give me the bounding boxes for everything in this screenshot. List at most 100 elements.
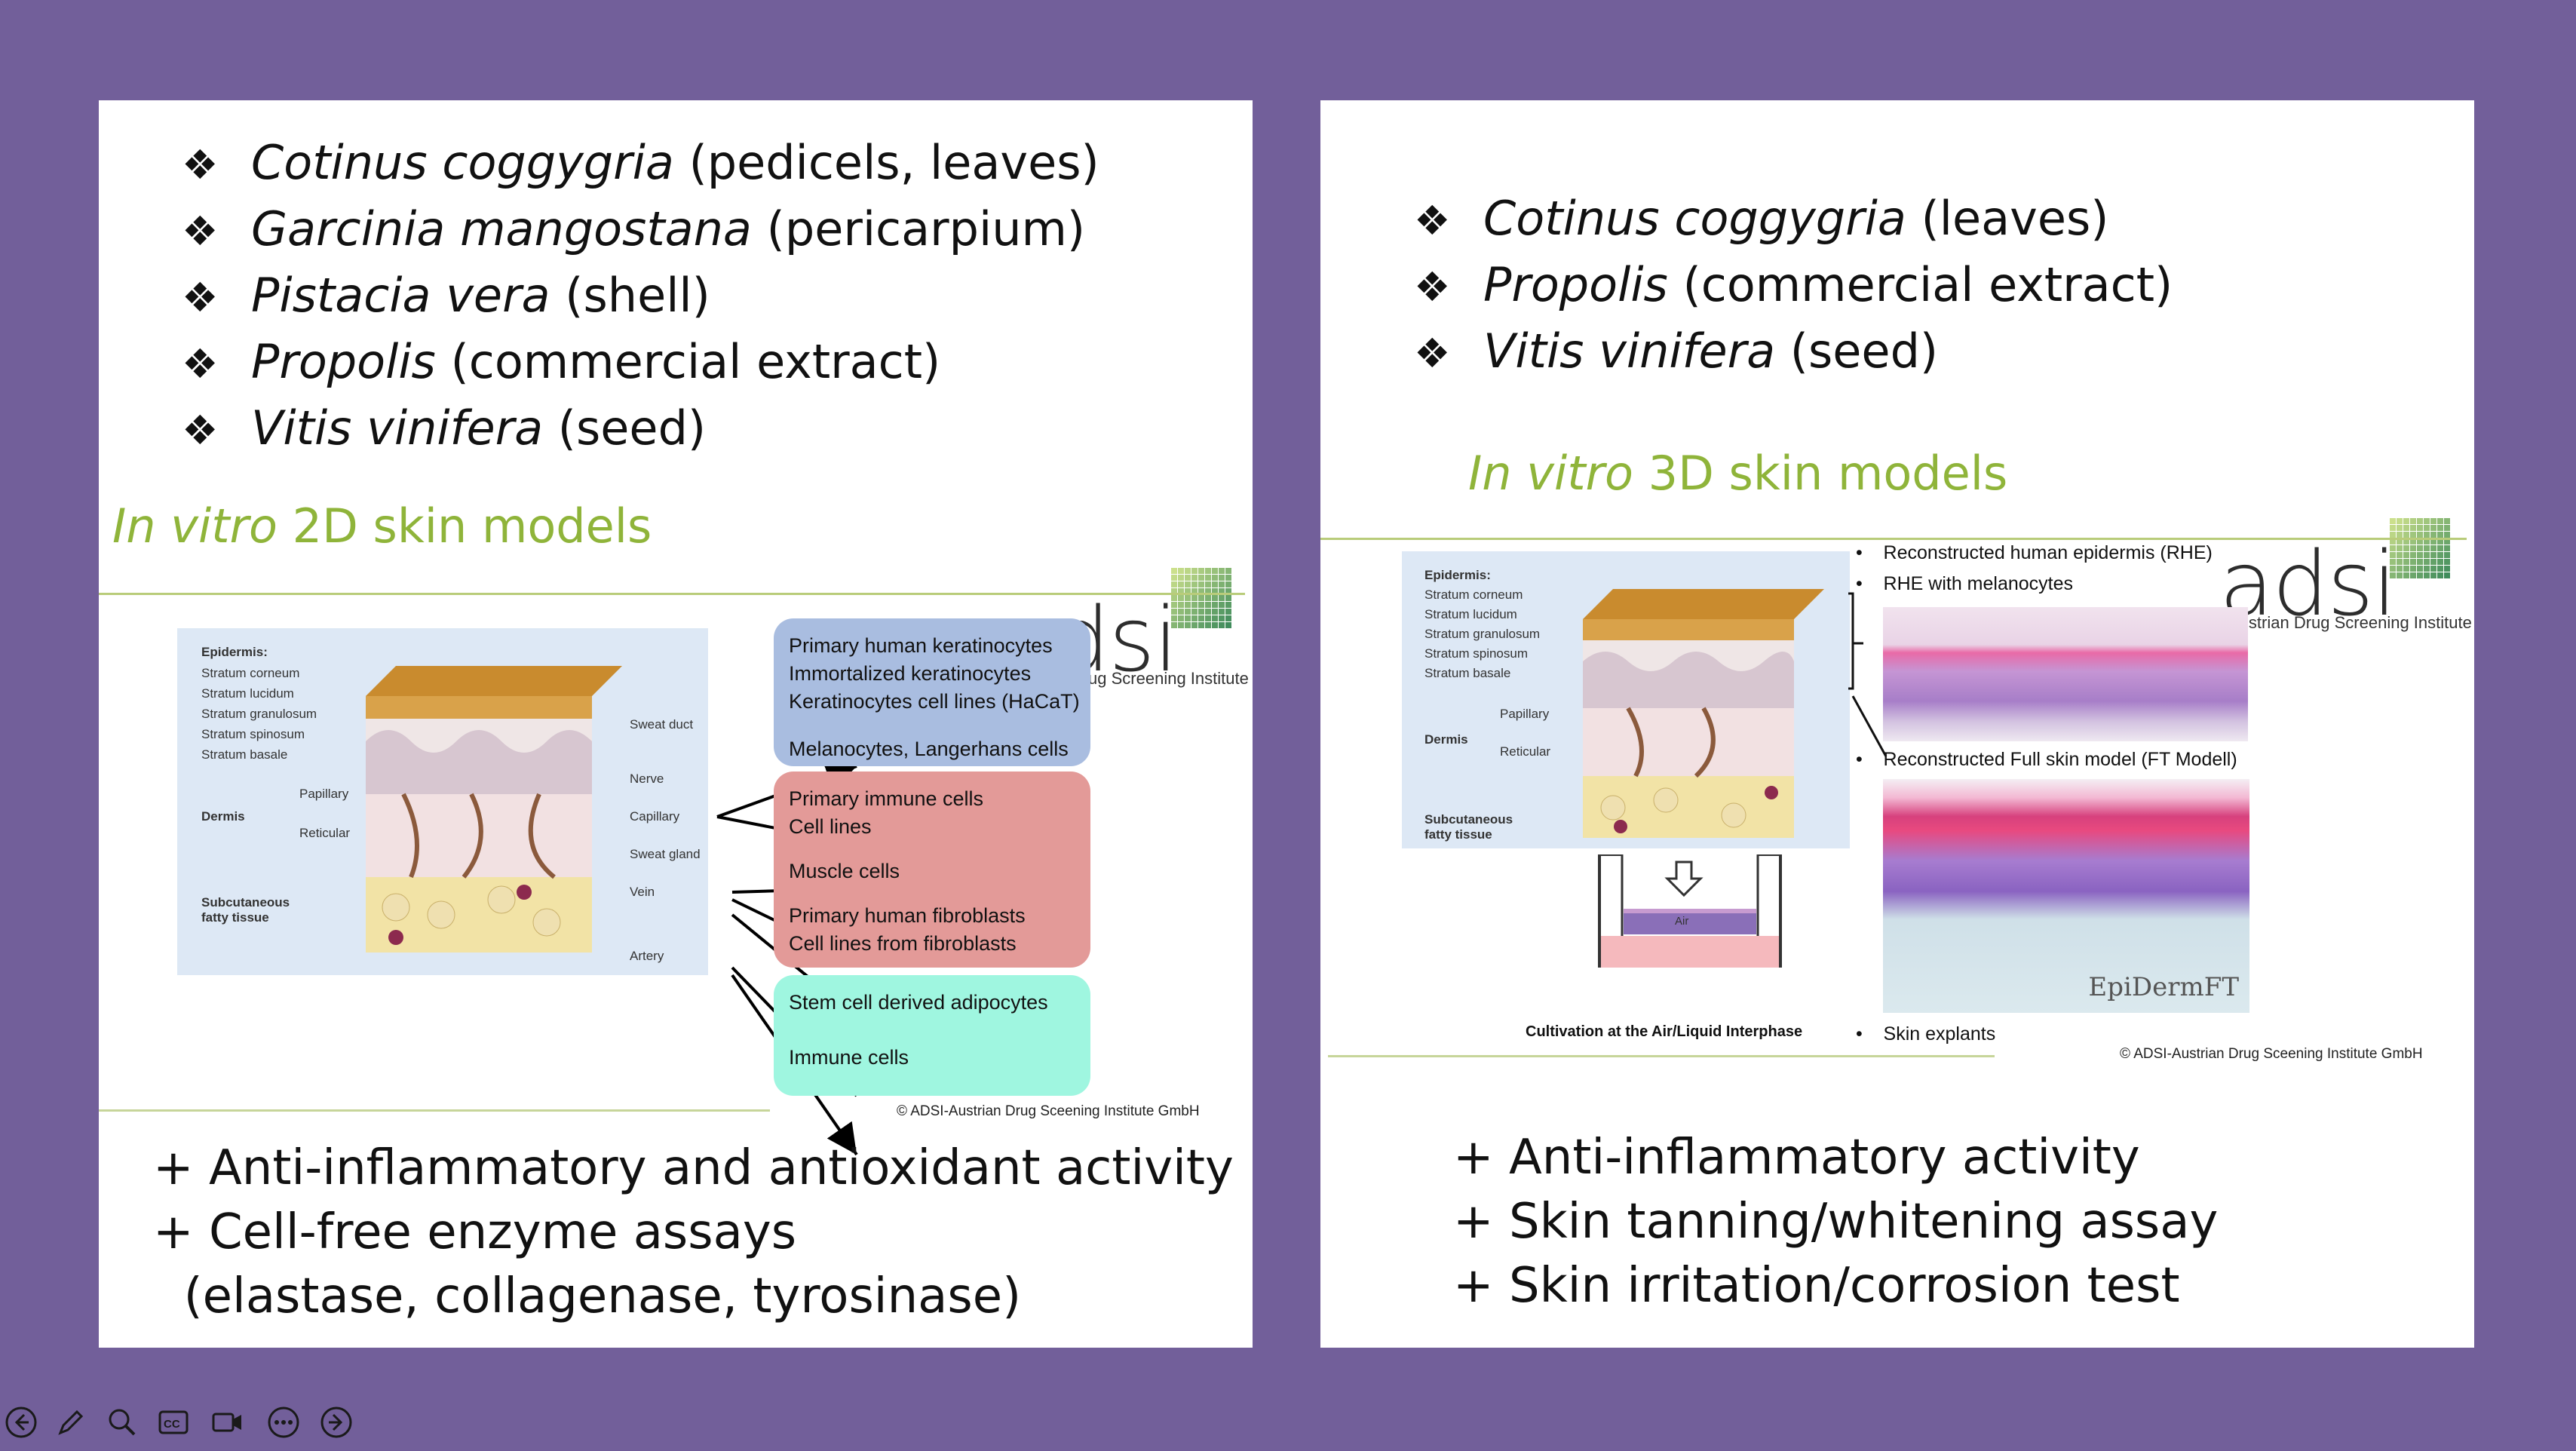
section-title-italic: In vitro <box>112 498 278 554</box>
plant-name: Cotinus coggygria <box>1483 191 1906 246</box>
logo-grid-cell <box>1171 581 1177 587</box>
logo-grid-cell <box>1205 575 1211 581</box>
logo-grid-cell <box>2430 545 2436 551</box>
zoom-icon[interactable] <box>106 1406 139 1439</box>
logo-grid-cell <box>2444 559 2450 565</box>
logo-grid-cell <box>2444 532 2450 538</box>
logo-grid-cell <box>1212 615 1218 621</box>
section-title-rest: 2D skin models <box>277 498 652 554</box>
logo-grid-cell <box>1185 575 1191 581</box>
logo-grid-cell <box>1212 602 1218 608</box>
logo-grid-cell <box>2424 518 2430 524</box>
logo-grid-cell <box>2410 572 2416 578</box>
logo-grid-cell <box>1191 622 1198 628</box>
adsi-logo: adsi Austrian Drug Screening Institute <box>2219 417 2474 643</box>
logo-grid-cell <box>2417 525 2423 531</box>
dermis-label: Dermis <box>201 809 245 824</box>
layer-label: Stratum basale <box>201 747 288 762</box>
layer-label: Stratum corneum <box>201 666 300 680</box>
skin-cross-section-illustration <box>366 666 622 953</box>
logo-grid-cell <box>2417 559 2423 565</box>
logo-grid-cell <box>2417 532 2423 538</box>
epidermis-label: Epidermis: <box>201 645 268 659</box>
reticular-label: Reticular <box>299 826 351 840</box>
activity-item: + Anti-inflammatory and antioxidant acti… <box>153 1140 1234 1196</box>
box-line: Immune cells <box>789 1046 909 1069</box>
logo-grid-cell <box>1178 615 1184 621</box>
plant-item: ❖Cotinus coggygria (pedicels, leaves) <box>182 130 1099 197</box>
skin-cross-section-illustration <box>1583 589 1824 838</box>
box-line: Primary human fibroblasts <box>789 904 1026 927</box>
logo-grid-cell <box>1191 615 1198 621</box>
logo-grid-icon <box>2390 518 2450 578</box>
logo-grid-cell <box>2403 566 2409 572</box>
layer-label: Stratum corneum <box>1424 587 1523 602</box>
activity-item: (elastase, collagenase, tyrosinase) <box>153 1268 1022 1324</box>
logo-grid-cell <box>1212 575 1218 581</box>
subcutaneous-label: Subcutaneous fatty tissue <box>201 895 290 925</box>
section-title: In vitro 3D skin models <box>1468 446 2007 501</box>
logo-grid-cell <box>2430 518 2436 524</box>
box-line: Keratinocytes cell lines (HaCaT) <box>789 690 1080 713</box>
plant-part: (pedicels, leaves) <box>688 135 1099 190</box>
logo-grid-cell <box>1171 602 1177 608</box>
logo-grid-cell <box>1205 602 1211 608</box>
logo-grid-cell <box>1198 595 1204 601</box>
subtitles-icon[interactable]: CC <box>157 1406 190 1439</box>
liquid-label: Liquid <box>1670 992 1701 1005</box>
logo-grid-cell <box>1225 609 1231 615</box>
model-label-text: Reconstructed human epidermis (RHE) <box>1883 542 2213 563</box>
logo-grid-cell <box>1185 588 1191 594</box>
activity-item: + Anti-inflammatory activity <box>1453 1130 2140 1186</box>
logo-grid-cell <box>2437 538 2443 545</box>
diamond-bullet-icon: ❖ <box>1414 263 1451 311</box>
cultivation-insert-illustration <box>1598 854 1782 968</box>
logo-grid-cell <box>2417 552 2423 558</box>
logo-grid-cell <box>1185 568 1191 574</box>
epiderm-label: EpiDermFT <box>2088 972 2239 1002</box>
logo-grid-cell <box>2410 559 2416 565</box>
logo-grid-cell <box>1225 622 1231 628</box>
logo-grid-cell <box>2444 552 2450 558</box>
rhe-histology-image <box>1883 607 2248 741</box>
logo-grid-cell <box>1171 622 1177 628</box>
pen-icon[interactable] <box>54 1406 87 1439</box>
logo-grid-cell <box>1219 575 1225 581</box>
logo-grid-cell <box>2437 518 2443 524</box>
section-title-rest: 3D skin models <box>1633 446 2008 501</box>
camera-icon[interactable] <box>211 1406 244 1439</box>
logo-grid-cell <box>2410 545 2416 551</box>
logo-grid-cell <box>2390 552 2396 558</box>
logo-grid-cell <box>1219 595 1225 601</box>
logo-grid-cell <box>2403 532 2409 538</box>
logo-grid-cell <box>2424 532 2430 538</box>
logo-grid-cell <box>2417 566 2423 572</box>
logo-grid-cell <box>1198 581 1204 587</box>
cell-type-box-keratinocytes: Primary human keratinocytes Immortalized… <box>774 618 1090 766</box>
logo-grid-cell <box>1212 588 1218 594</box>
structure-label: Artery <box>630 949 664 963</box>
box-spacer <box>789 716 1075 735</box>
logo-grid-cell <box>2437 532 2443 538</box>
activity-item: + Skin tanning/whitening assay <box>1453 1194 2219 1250</box>
logo-grid-cell <box>1191 581 1198 587</box>
logo-grid-cell <box>2430 532 2436 538</box>
more-options-icon[interactable] <box>267 1406 300 1439</box>
plant-name: Vitis vinifera <box>1483 324 1776 379</box>
plant-item: ❖Garcinia mangostana (pericarpium) <box>182 197 1099 263</box>
logo-grid-cell <box>1205 615 1211 621</box>
logo-grid-cell <box>1212 609 1218 615</box>
logo-grid-cell <box>1225 581 1231 587</box>
logo-grid-cell <box>2403 538 2409 545</box>
plant-part: (shell) <box>565 268 710 323</box>
logo-grid-cell <box>2390 572 2396 578</box>
previous-slide-icon[interactable] <box>5 1406 38 1439</box>
logo-grid-cell <box>2430 566 2436 572</box>
next-slide-icon[interactable] <box>320 1406 353 1439</box>
box-line: Primary human keratinocytes <box>789 634 1053 657</box>
activity-item: + Cell-free enzyme assays <box>153 1204 797 1260</box>
logo-grid-cell <box>1178 575 1184 581</box>
logo-grid-cell <box>1219 602 1225 608</box>
logo-grid-cell <box>1225 615 1231 621</box>
logo-grid-cell <box>1212 568 1218 574</box>
